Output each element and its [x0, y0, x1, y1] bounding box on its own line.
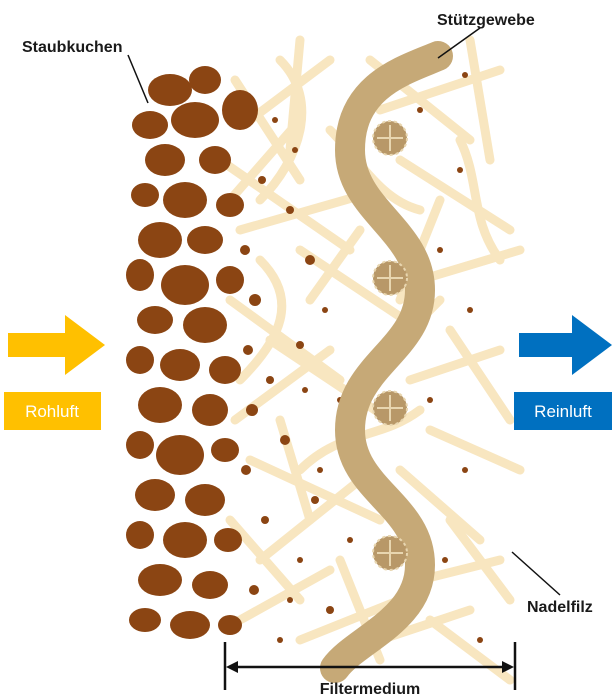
woven-fiber-node [373, 121, 407, 155]
raw-air-arrow [8, 315, 105, 375]
filter-medium-label: Filtermedium [320, 681, 420, 698]
woven-fiber-node [373, 536, 407, 570]
needle-felt-label: Nadelfilz [527, 599, 593, 616]
woven-fiber-node [373, 261, 407, 295]
dust-cake [126, 66, 258, 639]
woven-fiber-node [373, 391, 407, 425]
dust-cake-label: Staubkuchen [22, 39, 122, 56]
needle-felt-leader-line [512, 552, 560, 595]
dust-cake-leader-line [128, 55, 148, 103]
clean-air-arrow [519, 315, 612, 375]
support-fabric-label: Stützgewebe [437, 12, 535, 29]
clean-air-label: Reinluft [534, 402, 592, 421]
raw-air-label: Rohluft [25, 402, 79, 421]
